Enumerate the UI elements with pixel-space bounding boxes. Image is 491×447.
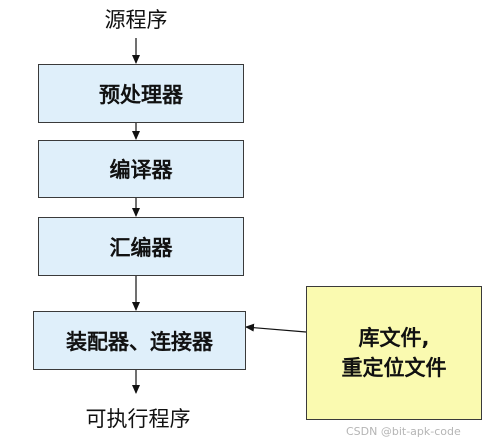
csdn-watermark: CSDN @bit-apk-code (346, 425, 461, 438)
assembler-box: 汇编器 (38, 217, 244, 276)
library-files-line-1: 库文件, (358, 326, 430, 350)
library-files-line-2: 重定位文件 (341, 356, 447, 380)
source-program-label: 源程序 (104, 8, 168, 32)
executable-program-label: 可执行程序 (85, 407, 191, 431)
assembler-linker-box: 装配器、连接器 (33, 311, 246, 370)
compiler-box: 编译器 (38, 140, 244, 198)
arrow-library-to-linker (245, 323, 307, 333)
preprocessor-box: 预处理器 (38, 64, 244, 123)
library-files-box: 库文件, 重定位文件 (306, 286, 482, 420)
